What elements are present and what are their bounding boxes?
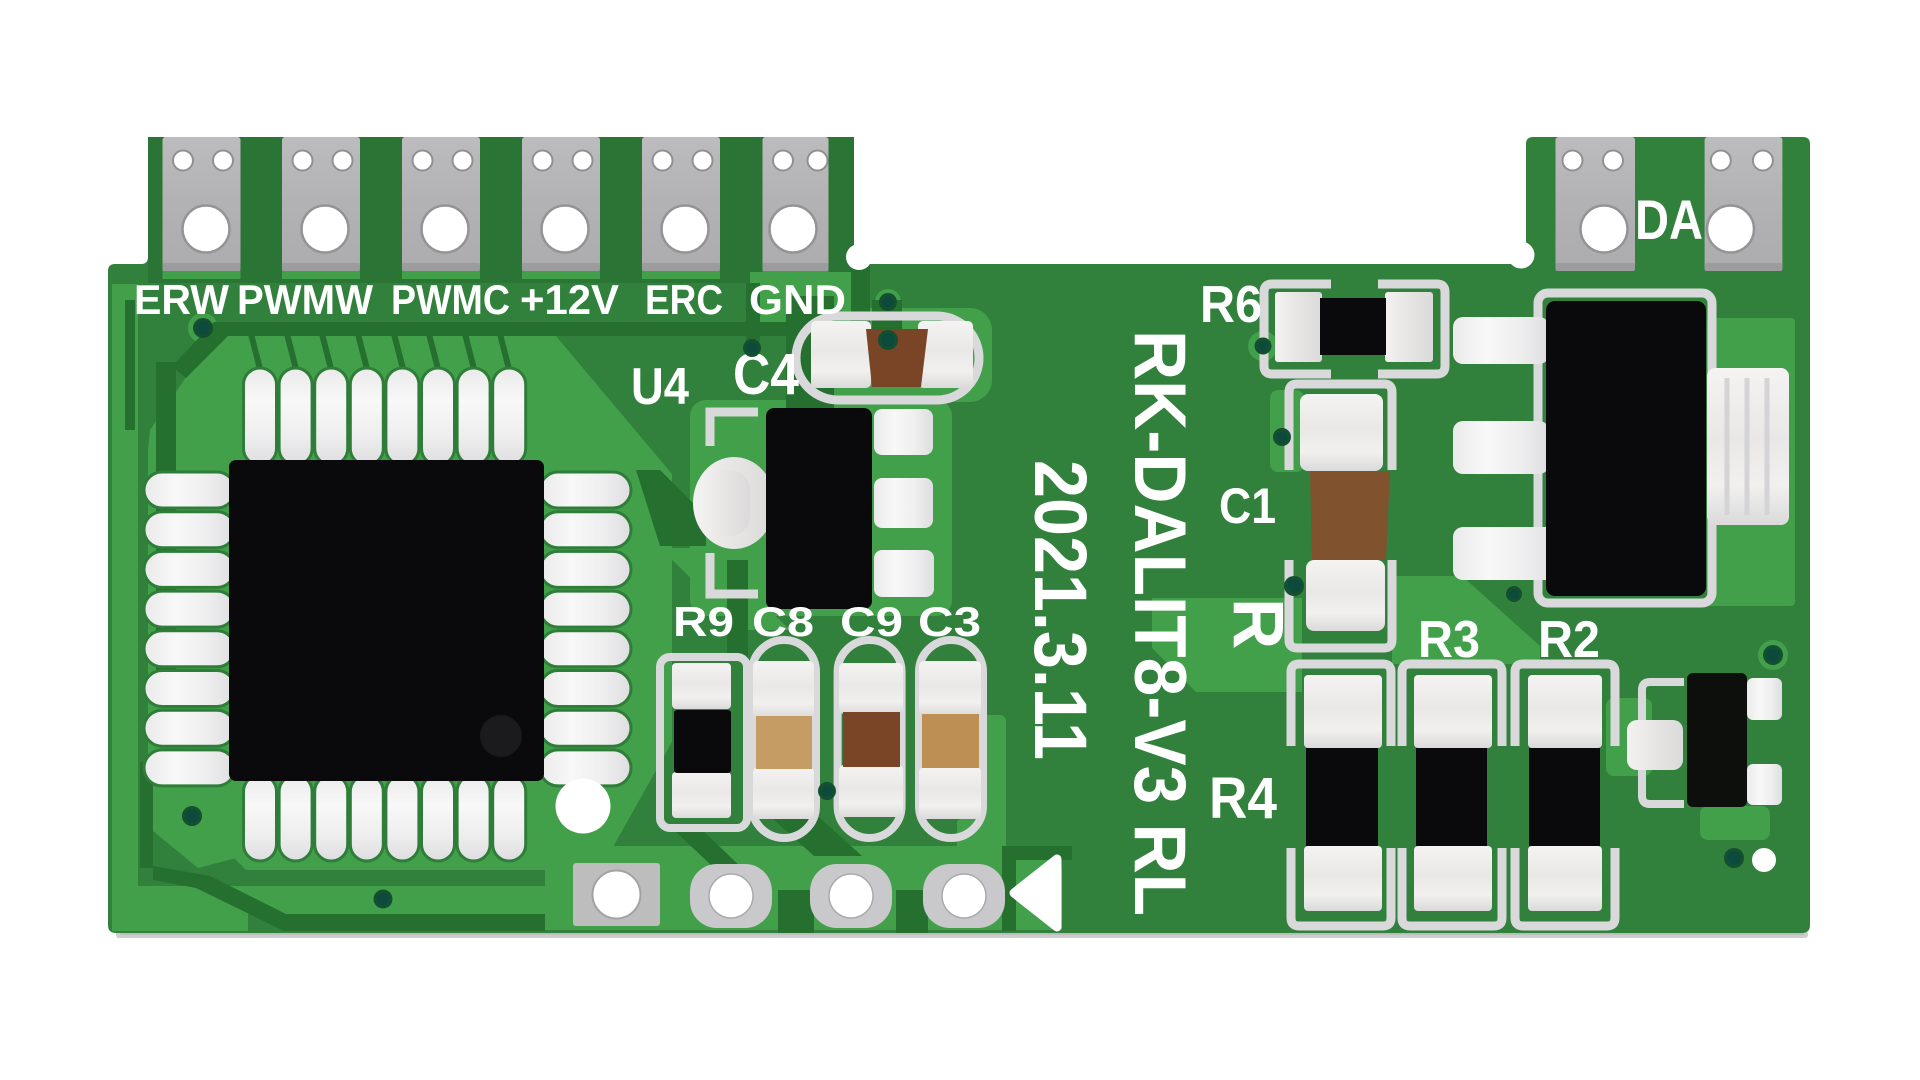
- svg-text:R2: R2: [1538, 611, 1600, 669]
- svg-text:ERW: ERW: [134, 276, 229, 323]
- svg-text:C3: C3: [918, 598, 981, 645]
- svg-text:C9: C9: [840, 598, 903, 645]
- svg-text:GND: GND: [749, 276, 846, 323]
- svg-text:RK-DALIT8-V3 RL: RK-DALIT8-V3 RL: [1119, 330, 1200, 916]
- svg-text:2021.3.11: 2021.3.11: [1019, 460, 1102, 760]
- svg-text:DA: DA: [1635, 188, 1703, 251]
- svg-text:R: R: [1218, 598, 1297, 649]
- svg-text:PWMW: PWMW: [237, 276, 373, 323]
- svg-text:+12V: +12V: [520, 276, 619, 323]
- svg-text:R4: R4: [1209, 766, 1277, 831]
- svg-text:PWMC: PWMC: [391, 276, 510, 323]
- svg-text:C1: C1: [1219, 478, 1276, 534]
- svg-text:C8: C8: [752, 598, 814, 645]
- svg-text:R6: R6: [1200, 276, 1262, 334]
- svg-text:ERC: ERC: [645, 276, 723, 323]
- svg-text:R3: R3: [1418, 611, 1480, 669]
- svg-text:C4: C4: [733, 342, 799, 407]
- svg-text:U4: U4: [631, 358, 689, 416]
- svg-text:R9: R9: [673, 598, 734, 645]
